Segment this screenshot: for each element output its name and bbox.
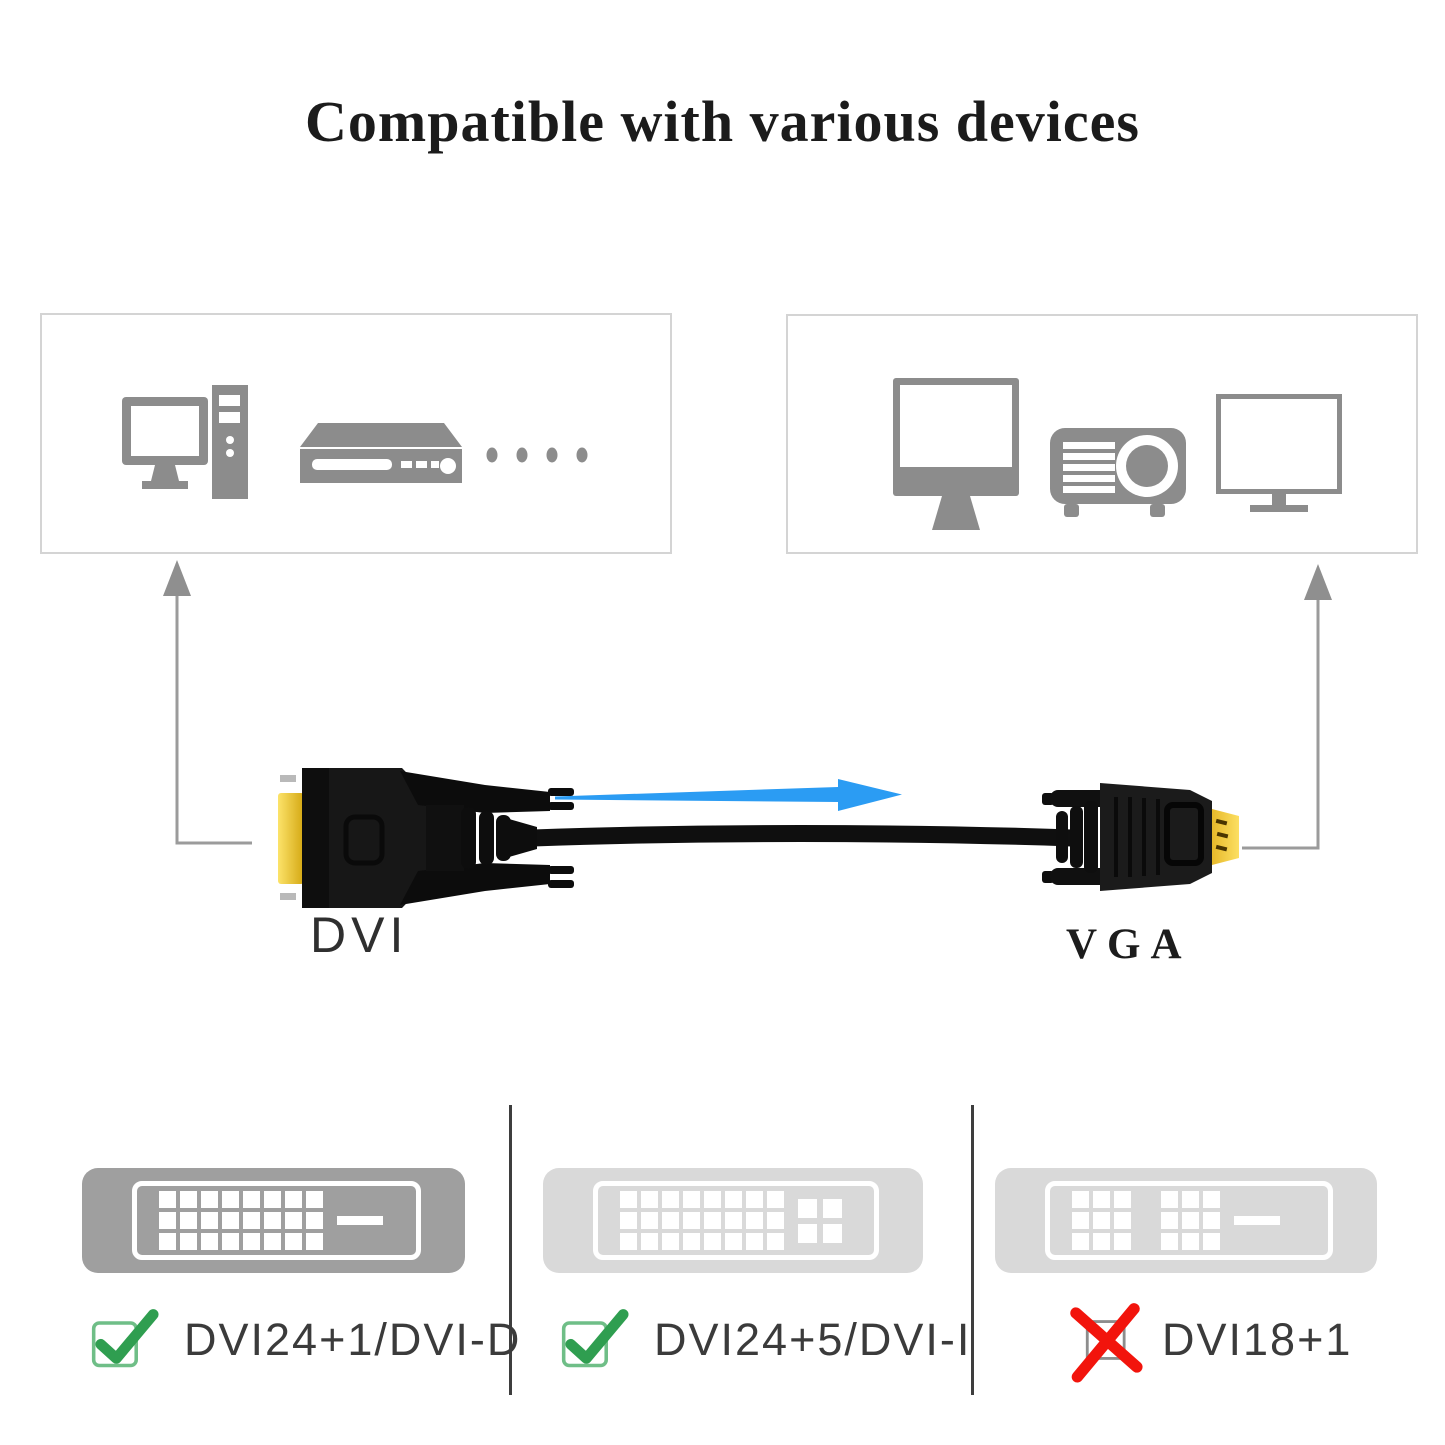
section-divider bbox=[509, 1105, 512, 1395]
compat-item-dvi18-1: DVI18+1 bbox=[1066, 1296, 1352, 1384]
dvi-to-vga-cable bbox=[278, 768, 1239, 908]
display-devices-box bbox=[786, 314, 1418, 554]
check-icon bbox=[88, 1299, 166, 1381]
cable-wire bbox=[524, 825, 1081, 847]
direction-arrow bbox=[555, 779, 902, 811]
dvi-port-face bbox=[1045, 1181, 1333, 1260]
vga-label: VGA bbox=[1066, 921, 1192, 968]
dvi-24-5-port-diagram bbox=[543, 1168, 923, 1273]
projector-icon bbox=[1050, 428, 1186, 517]
compat-item-dvi24-1: DVI24+1/DVI-D bbox=[88, 1296, 521, 1384]
compat-label: DVI24+1/DVI-D bbox=[184, 1314, 522, 1365]
page-title: Compatible with various devices bbox=[305, 89, 1140, 154]
dvi-port-face bbox=[593, 1181, 879, 1260]
compat-label: DVI24+5/DVI-I bbox=[654, 1314, 972, 1365]
desktop-computer-icon bbox=[122, 385, 248, 499]
arrow-up-to-source-box bbox=[163, 560, 252, 845]
dvi-connector bbox=[278, 768, 574, 908]
more-devices-dots-icon bbox=[486, 447, 588, 463]
dvi-port-face bbox=[132, 1181, 421, 1260]
dvd-player-icon bbox=[300, 423, 462, 483]
compat-item-dvi24-5: DVI24+5/DVI-I bbox=[558, 1296, 971, 1384]
monitor-icon bbox=[893, 378, 1019, 530]
dvi-24-1-port-diagram bbox=[82, 1168, 465, 1273]
tv-icon bbox=[1216, 394, 1342, 512]
cross-icon bbox=[1066, 1299, 1144, 1383]
dvi-label: DVI bbox=[310, 907, 409, 963]
check-icon bbox=[558, 1299, 636, 1381]
section-divider bbox=[971, 1105, 974, 1395]
arrow-up-to-display-box bbox=[1242, 564, 1332, 850]
vga-connector bbox=[1042, 783, 1239, 891]
compat-label: DVI18+1 bbox=[1162, 1314, 1353, 1365]
source-devices-box bbox=[40, 313, 672, 554]
dvi-18-1-port-diagram bbox=[995, 1168, 1377, 1273]
